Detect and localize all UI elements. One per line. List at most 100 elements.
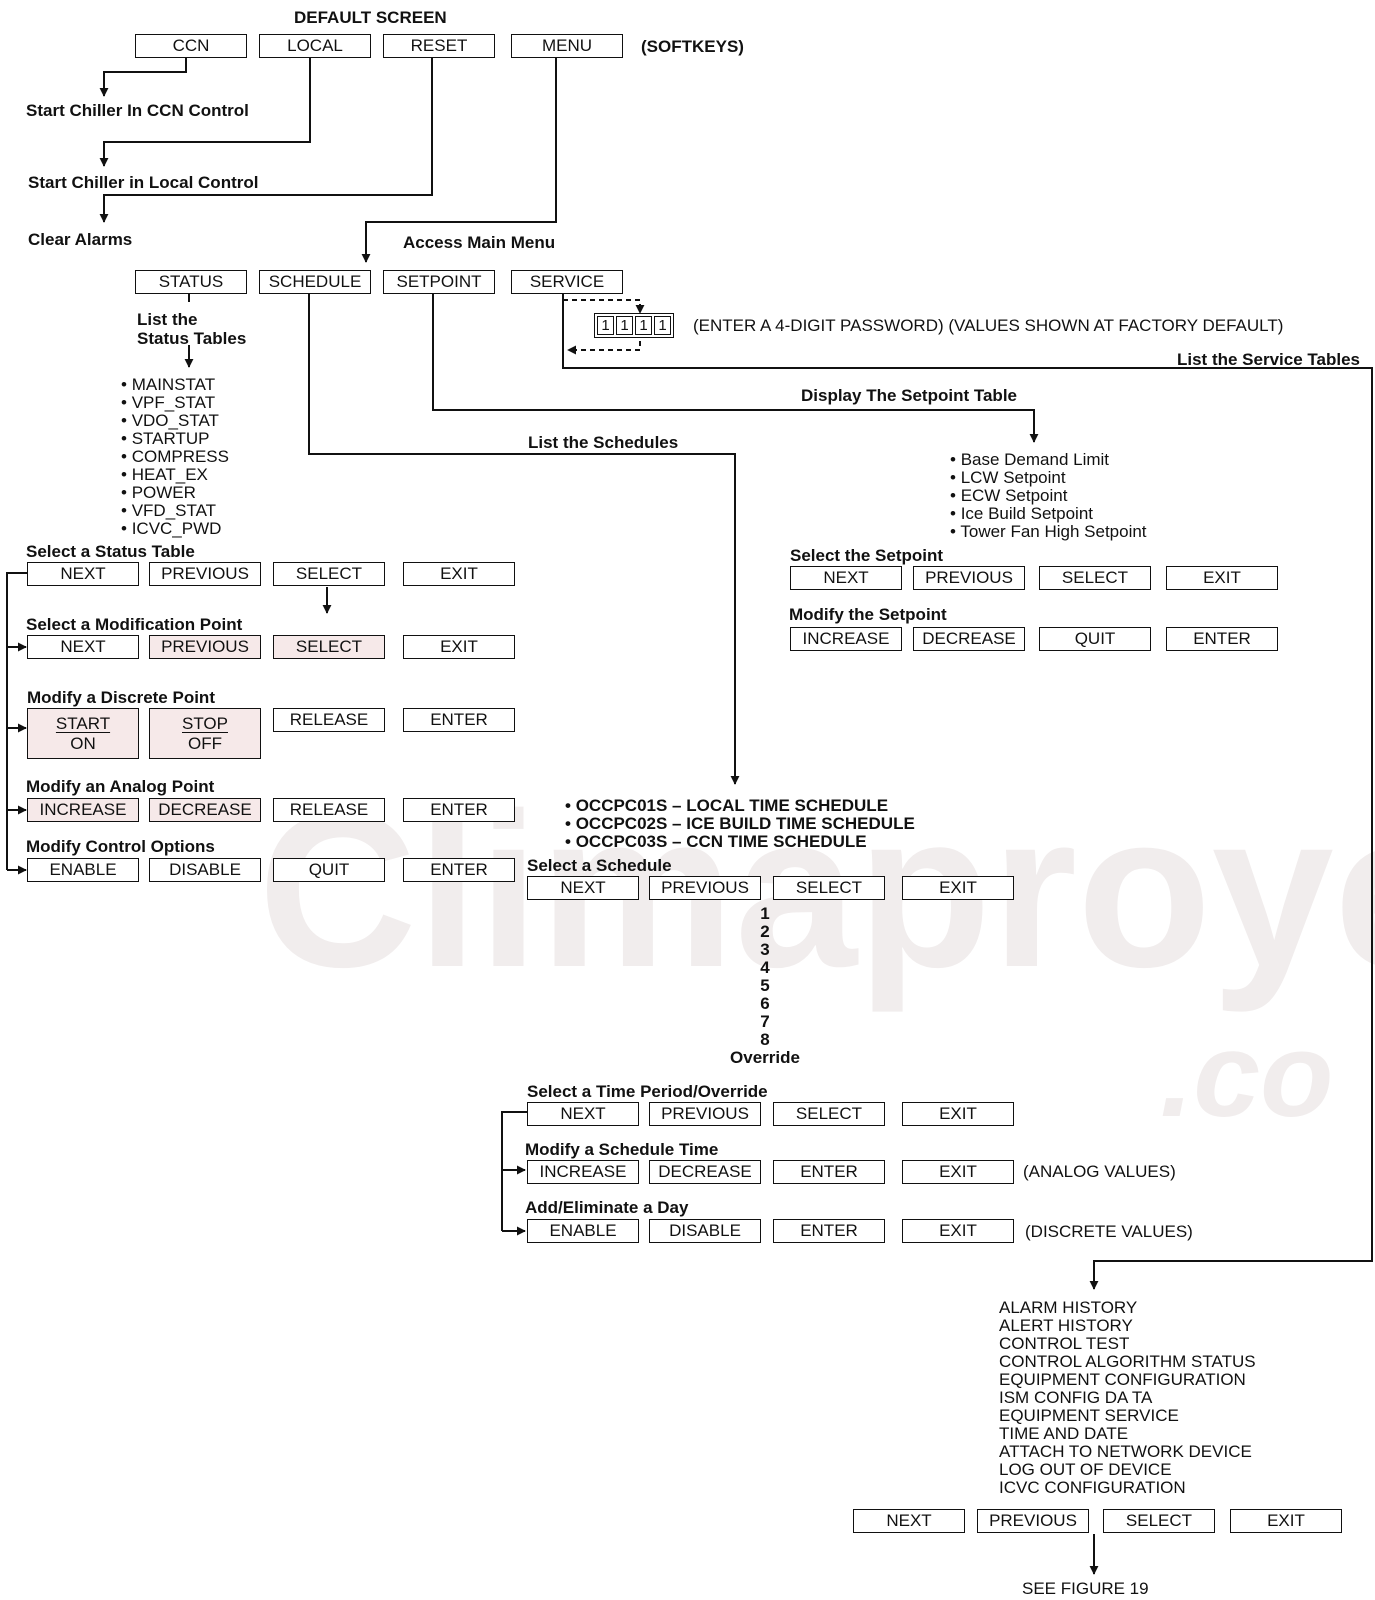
time-period-item: 2 (760, 922, 770, 941)
status-heading-1: List the (137, 310, 198, 329)
status-table-item: VPF_STAT (121, 394, 229, 412)
previous-key[interactable]: PREVIOUS (149, 635, 261, 659)
enable-key[interactable]: ENABLE (527, 1219, 639, 1243)
select-key[interactable]: SELECT (773, 1102, 885, 1126)
previous-key[interactable]: PREVIOUS (649, 876, 761, 900)
decrease-key[interactable]: DECREASE (149, 798, 261, 822)
select-key[interactable]: SELECT (1039, 566, 1151, 590)
setpoint-key[interactable]: SETPOINT (383, 270, 495, 294)
wire-password-out (567, 341, 641, 355)
enter-key[interactable]: ENTER (773, 1219, 885, 1243)
disable-key[interactable]: DISABLE (149, 858, 261, 882)
previous-key[interactable]: PREVIOUS (913, 566, 1025, 590)
service-table-item: ALERT HISTORY (999, 1316, 1133, 1335)
setpoint-item: Ice Build Setpoint (950, 505, 1147, 523)
password-digit: 1 (635, 316, 652, 335)
status-table-item: ICVC_PWD (121, 520, 229, 538)
release-key[interactable]: RELEASE (273, 798, 385, 822)
previous-key[interactable]: PREVIOUS (149, 562, 261, 586)
enable-key[interactable]: ENABLE (27, 858, 139, 882)
decrease-key[interactable]: DECREASE (913, 627, 1025, 651)
increase-key[interactable]: INCREASE (527, 1160, 639, 1184)
exit-key[interactable]: EXIT (1230, 1509, 1342, 1533)
increase-key[interactable]: INCREASE (790, 627, 902, 651)
modify-control-label: Modify Control Options (26, 837, 215, 856)
status-table-list: MAINSTAT VPF_STAT VDO_STAT STARTUP COMPR… (121, 376, 229, 538)
select-key[interactable]: SELECT (773, 876, 885, 900)
menu-key[interactable]: MENU (511, 34, 623, 58)
exit-key[interactable]: EXIT (403, 562, 515, 586)
add-eliminate-day-label: Add/Eliminate a Day (525, 1198, 689, 1217)
next-key[interactable]: NEXT (853, 1509, 965, 1533)
select-key[interactable]: SELECT (273, 635, 385, 659)
on-label: ON (70, 733, 96, 753)
local-key[interactable]: LOCAL (259, 34, 371, 58)
watermark-suffix: .co (1160, 1008, 1334, 1142)
next-key[interactable]: NEXT (27, 635, 139, 659)
status-key[interactable]: STATUS (135, 270, 247, 294)
setpoint-item: LCW Setpoint (950, 469, 1147, 487)
modify-setpoint-label: Modify the Setpoint (789, 605, 947, 624)
setpoint-item: Tower Fan High Setpoint (950, 523, 1146, 541)
wire-service (562, 290, 1373, 1290)
password-digit: 1 (616, 316, 633, 335)
exit-key[interactable]: EXIT (1166, 566, 1278, 590)
setpoint-item: ECW Setpoint (950, 487, 1147, 505)
modify-analog-label: Modify an Analog Point (26, 777, 215, 796)
status-table-item: COMPRESS (121, 448, 229, 466)
select-key[interactable]: SELECT (273, 562, 385, 586)
schedule-key[interactable]: SCHEDULE (259, 270, 371, 294)
service-table-item: ICVC CONFIGURATION (999, 1478, 1186, 1497)
setpoint-item: Base Demand Limit (950, 451, 1147, 469)
previous-key[interactable]: PREVIOUS (649, 1102, 761, 1126)
select-mod-point-label: Select a Modification Point (26, 615, 243, 634)
service-table-item: ISM CONFIG DA TA (999, 1388, 1153, 1407)
next-key[interactable]: NEXT (527, 876, 639, 900)
local-action: Start Chiller in Local Control (28, 173, 259, 192)
start-on-key[interactable]: START ON (27, 708, 139, 759)
ccn-action: Start Chiller In CCN Control (26, 101, 249, 120)
time-period-item: 6 (760, 994, 770, 1013)
exit-key[interactable]: EXIT (902, 1102, 1014, 1126)
time-period-item: 5 (760, 976, 770, 995)
increase-key[interactable]: INCREASE (27, 798, 139, 822)
display-setpoint-label: Display The Setpoint Table (801, 386, 1017, 405)
exit-key[interactable]: EXIT (403, 635, 515, 659)
reset-key[interactable]: RESET (383, 34, 495, 58)
next-key[interactable]: NEXT (27, 562, 139, 586)
service-key[interactable]: SERVICE (511, 270, 623, 294)
status-table-item: STARTUP (121, 430, 229, 448)
password-entry[interactable]: 1 1 1 1 (594, 313, 674, 338)
release-key[interactable]: RELEASE (273, 708, 385, 732)
quit-key[interactable]: QUIT (1039, 627, 1151, 651)
wire-period-loop (501, 1111, 530, 1231)
quit-key[interactable]: QUIT (273, 858, 385, 882)
enter-key[interactable]: ENTER (1166, 627, 1278, 651)
select-setpoint-label: Select the Setpoint (790, 546, 944, 565)
list-service-tables-label: List the Service Tables (1177, 350, 1360, 369)
next-key[interactable]: NEXT (790, 566, 902, 590)
disable-key[interactable]: DISABLE (649, 1219, 761, 1243)
time-period-list: 1 2 3 4 5 6 7 8 Override (715, 905, 815, 1067)
service-table-item: ATTACH TO NETWORK DEVICE (999, 1442, 1252, 1461)
status-table-item: HEAT_EX (121, 466, 229, 484)
next-key[interactable]: NEXT (527, 1102, 639, 1126)
exit-key[interactable]: EXIT (902, 876, 1014, 900)
decrease-key[interactable]: DECREASE (649, 1160, 761, 1184)
status-table-item: MAINSTAT (121, 376, 229, 394)
select-key[interactable]: SELECT (1103, 1509, 1215, 1533)
exit-key[interactable]: EXIT (902, 1160, 1014, 1184)
service-table-item: TIME AND DATE (999, 1424, 1129, 1443)
enter-key[interactable]: ENTER (403, 798, 515, 822)
status-table-item: VDO_STAT (121, 412, 229, 430)
exit-key[interactable]: EXIT (902, 1219, 1014, 1243)
ccn-key[interactable]: CCN (135, 34, 247, 58)
enter-key[interactable]: ENTER (403, 708, 515, 732)
stop-off-key[interactable]: STOP OFF (149, 708, 261, 759)
enter-key[interactable]: ENTER (773, 1160, 885, 1184)
enter-key[interactable]: ENTER (403, 858, 515, 882)
previous-key[interactable]: PREVIOUS (977, 1509, 1089, 1533)
service-table-item: LOG OUT OF DEVICE (999, 1460, 1172, 1479)
schedule-item: OCCPC03S – CCN TIME SCHEDULE (565, 833, 915, 851)
